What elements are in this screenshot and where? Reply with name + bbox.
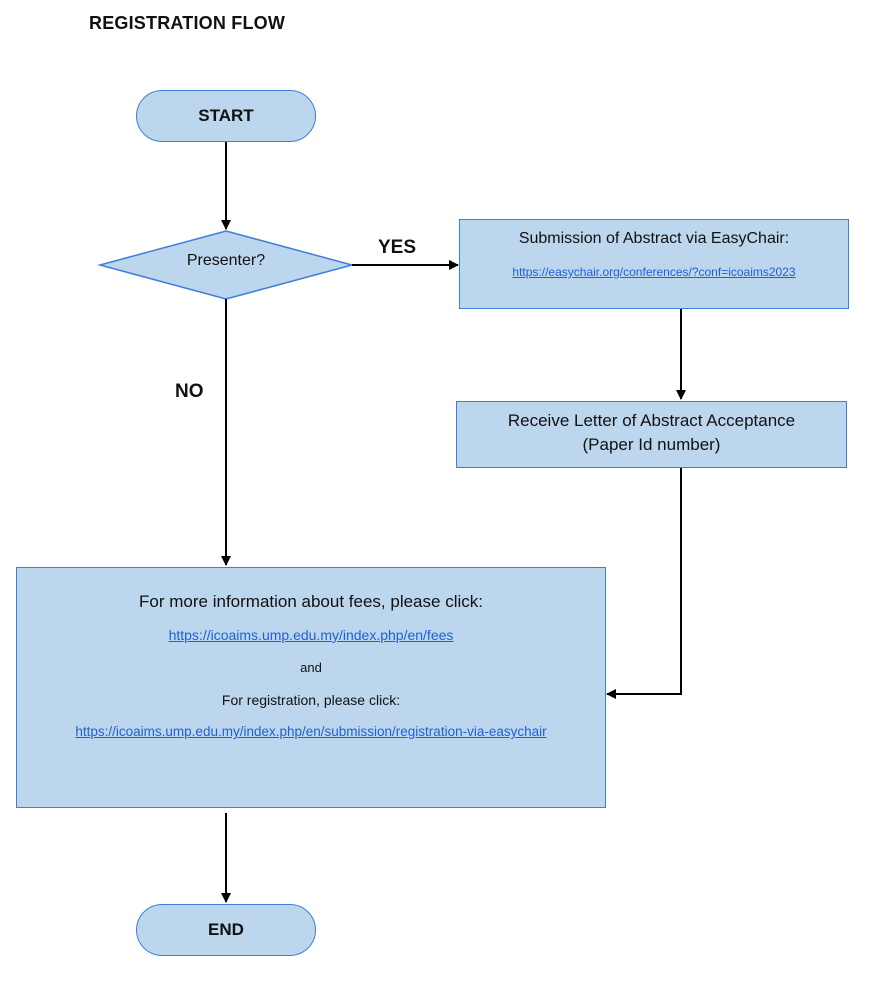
fees-heading: For more information about fees, please … (139, 592, 483, 611)
start-node: START (136, 90, 316, 142)
page-title: REGISTRATION FLOW (89, 13, 286, 33)
arrow-acceptance-to-info (606, 468, 682, 699)
submission-title: Submission of Abstract via EasyChair: (518, 230, 790, 247)
and-text: and (300, 660, 322, 675)
registration-link[interactable]: https://icoaims.ump.edu.my/index.php/en/… (75, 724, 547, 739)
end-node: END (136, 904, 316, 956)
registration-text: For registration, please click: (221, 692, 401, 708)
submission-box: Submission of Abstract via EasyChair: ht… (459, 219, 849, 309)
info-box: For more information about fees, please … (16, 567, 606, 808)
no-label: NO (175, 381, 204, 402)
easychair-link[interactable]: https://easychair.org/conferences/?conf=… (512, 265, 796, 279)
decision-label: Presenter? (186, 252, 266, 269)
acceptance-title: Receive Letter of Abstract Acceptance (507, 411, 796, 430)
acceptance-box: Receive Letter of Abstract Acceptance (P… (456, 401, 847, 468)
yes-label: YES (378, 237, 417, 258)
fees-link[interactable]: https://icoaims.ump.edu.my/index.php/en/… (168, 627, 454, 643)
acceptance-subtitle: (Paper Id number) (582, 435, 721, 454)
